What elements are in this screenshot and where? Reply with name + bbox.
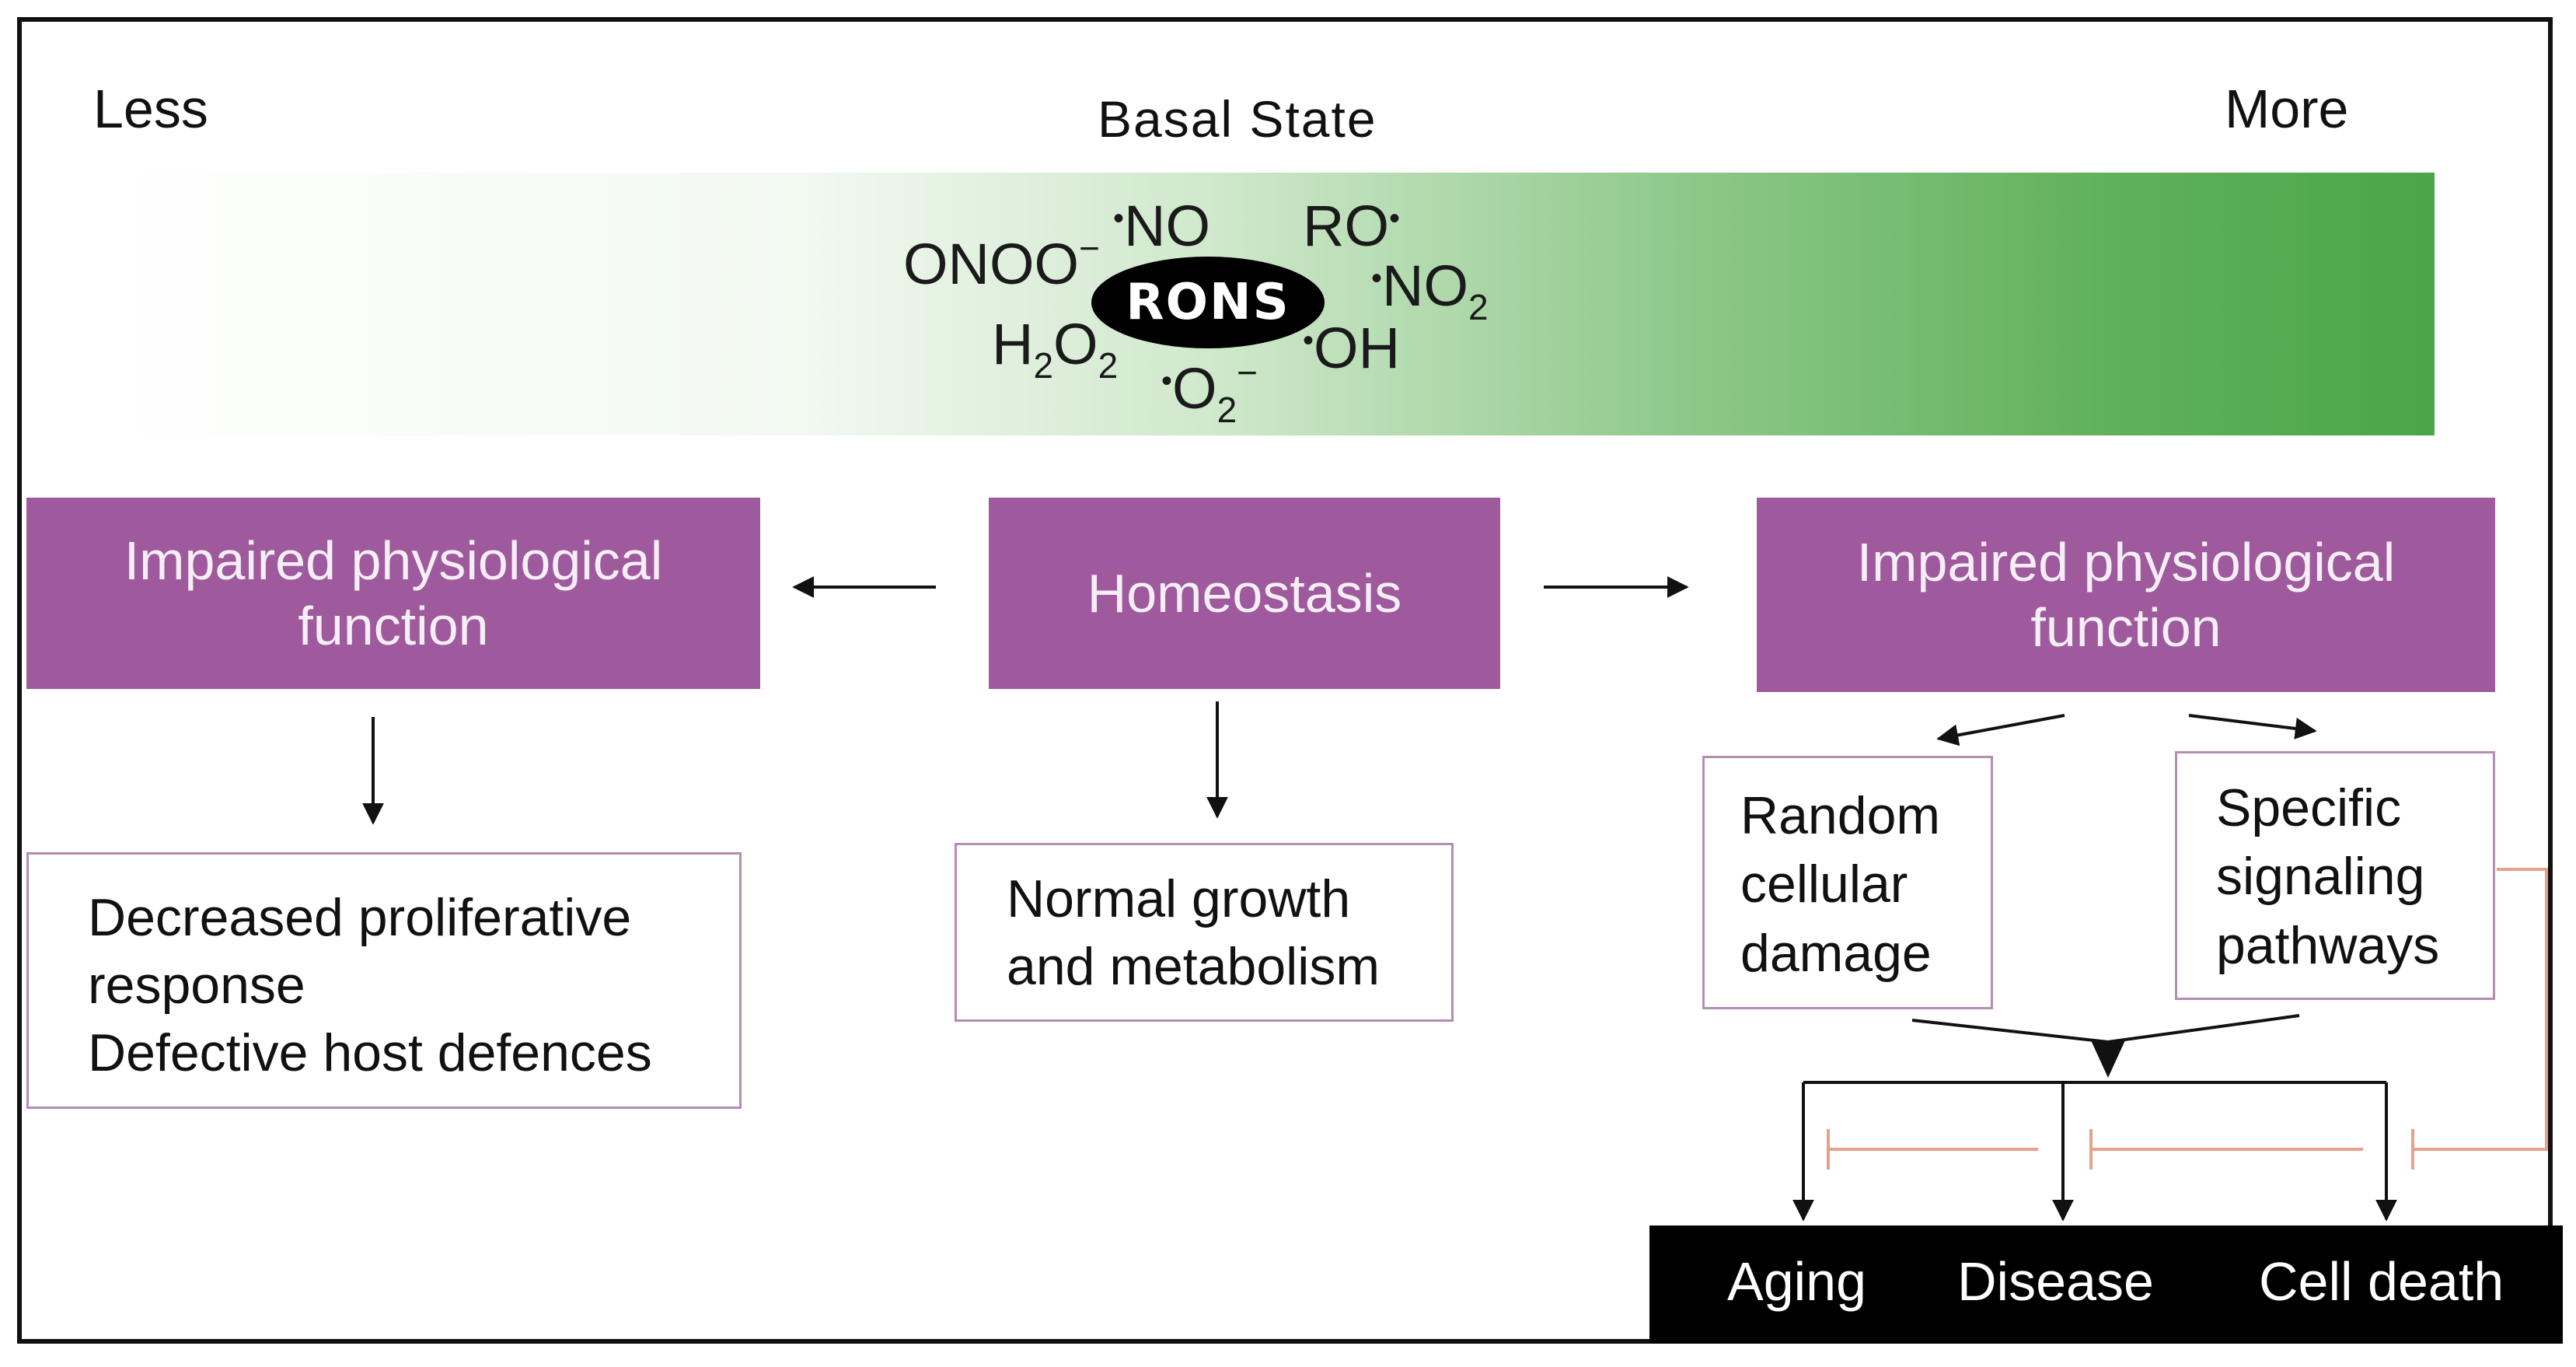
hydrogen-peroxide-label: H2O2 bbox=[992, 312, 1119, 386]
left-impaired-function-box: Impaired physiological function bbox=[26, 498, 760, 689]
right-impaired-function-label: Impaired physiological function bbox=[1856, 532, 2396, 658]
homeostasis-box: Homeostasis bbox=[989, 498, 1500, 689]
hydroxyl-radical-label: •OH bbox=[1303, 316, 1401, 380]
more-label: More bbox=[2225, 79, 2349, 139]
left-impaired-function-label: Impaired physiological function bbox=[124, 530, 663, 656]
converge-line-right bbox=[2107, 1014, 2300, 1044]
homeostasis-label: Homeostasis bbox=[1087, 563, 1402, 624]
rons-label: RONS bbox=[1126, 274, 1290, 331]
left-outcome-box: Decreased proliferative response Defecti… bbox=[26, 852, 742, 1109]
outcomes-bar bbox=[1649, 1225, 2563, 1344]
defective-host-defences-text: Defective host defences bbox=[88, 1023, 652, 1083]
disease-label: Disease bbox=[1957, 1251, 2154, 1312]
cell-death-label: Cell death bbox=[2259, 1251, 2504, 1312]
normal-growth-text: Normal growth and metabolism bbox=[1007, 869, 1380, 997]
inhibit-line-signaling bbox=[2413, 868, 2548, 1151]
rons-ellipse: RONS bbox=[1091, 257, 1325, 348]
peroxynitrite-label: ONOO− bbox=[903, 228, 1100, 296]
converge-line-left bbox=[1911, 1019, 2109, 1044]
aging-label: Aging bbox=[1727, 1251, 1867, 1312]
less-label: Less bbox=[93, 79, 208, 139]
random-damage-box: Random cellular damage bbox=[1702, 756, 1993, 1009]
converge-arrowhead bbox=[2091, 1040, 2125, 1078]
random-damage-text: Random cellular damage bbox=[1740, 786, 1941, 983]
arrow-to-signaling bbox=[2188, 714, 2317, 739]
superoxide-label: •O2− bbox=[1161, 352, 1258, 430]
signaling-text: Specific signaling pathways bbox=[2216, 778, 2440, 975]
signaling-box: Specific signaling pathways bbox=[2175, 751, 2495, 1000]
arrow-to-random-damage bbox=[1936, 714, 2065, 746]
alkoxyl-radical-label: RO• bbox=[1303, 194, 1401, 258]
nitrogen-dioxide-label: •NO2 bbox=[1371, 253, 1489, 327]
nitric-oxide-label: •NO bbox=[1113, 194, 1211, 258]
normal-growth-box: Normal growth and metabolism bbox=[955, 843, 1454, 1022]
decreased-proliferative-text: Decreased proliferative response bbox=[88, 888, 632, 1016]
right-impaired-function-box: Impaired physiological function bbox=[1757, 498, 2495, 692]
basal-state-label: Basal State bbox=[1098, 90, 1377, 148]
